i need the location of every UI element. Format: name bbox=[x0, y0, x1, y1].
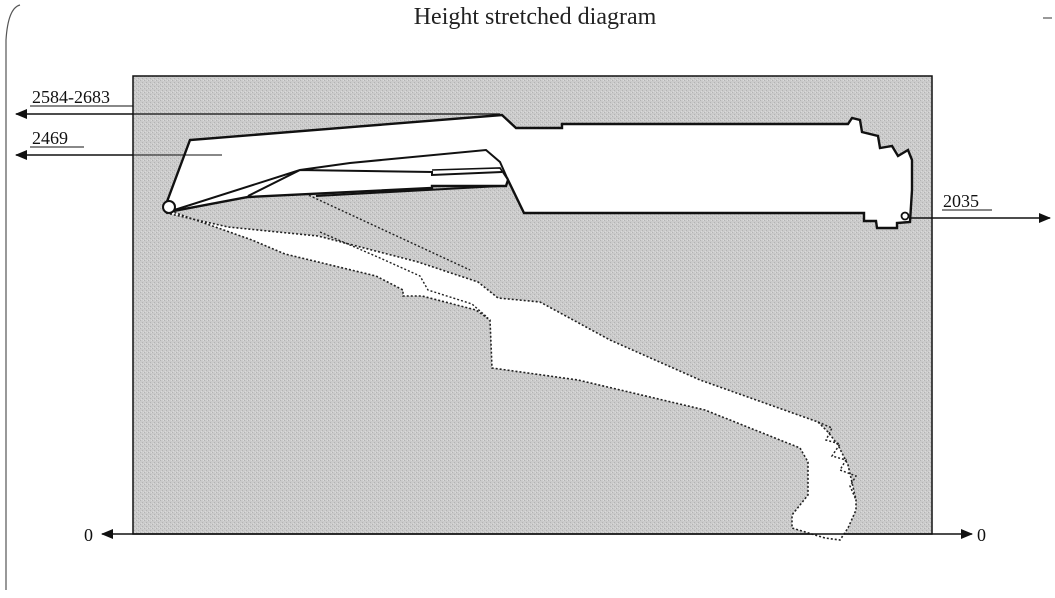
label-bottom-right: 0 bbox=[977, 525, 986, 545]
lowered-boom-inner-dotted bbox=[319, 231, 489, 319]
boom-upper-contour bbox=[431, 167, 509, 181]
lowered-boom-dotted bbox=[165, 211, 857, 541]
label-top-second: 2469 bbox=[32, 128, 68, 148]
diagram-title: Height stretched diagram bbox=[414, 4, 657, 30]
boom-pivot-left bbox=[162, 200, 176, 214]
raised-boom-outline bbox=[163, 113, 914, 230]
lowered-boom-jagged-tip bbox=[817, 421, 858, 501]
boom-pivot-right bbox=[900, 211, 910, 221]
label-top-max: 2584-2683 bbox=[32, 87, 110, 107]
label-bottom-left: 0 bbox=[84, 525, 93, 545]
frame-border bbox=[5, 4, 21, 590]
label-right-level: 2035 bbox=[943, 191, 979, 211]
boom-inner-arm bbox=[167, 148, 509, 213]
